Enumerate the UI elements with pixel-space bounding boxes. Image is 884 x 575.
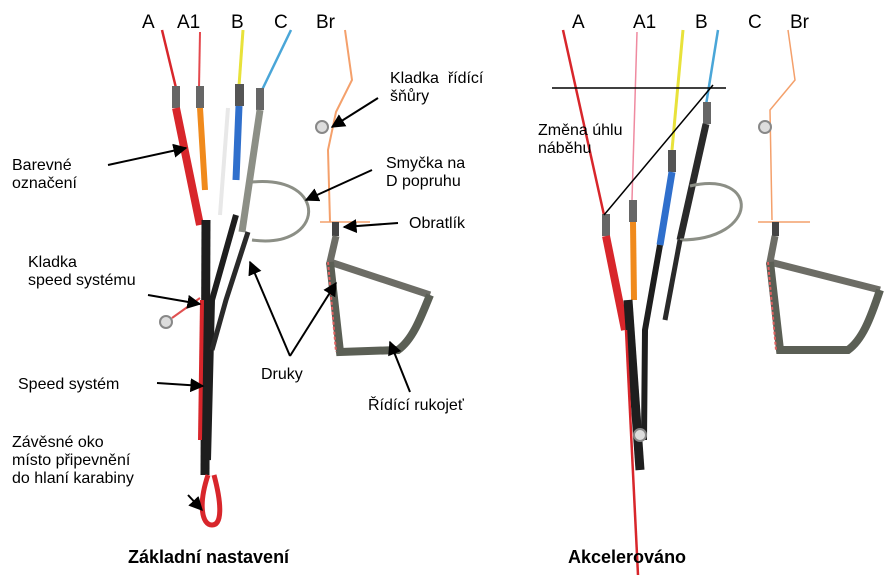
left-white-riser [220,108,228,215]
left-brake-pulley [316,121,328,133]
left-b-line [239,30,243,86]
riser-label-b-right: B [695,13,708,33]
riser-label-a1-right: A1 [633,13,656,33]
riser-label-a-right: A [572,13,585,33]
arrow-press-studs-2 [290,283,336,356]
riser-label-a: A [142,13,155,33]
arrow-color-marking [108,148,186,165]
left-webbing-2 [208,215,236,460]
left-a-maillon [172,86,180,108]
right-a1-line [632,32,637,200]
riser-label-c: C [274,13,288,33]
arrow-press-studs-1 [250,262,290,356]
riser-label-br-right: Br [790,13,809,33]
left-c-line [262,30,291,90]
riser-label-br: Br [316,13,335,33]
arrow-brake-pulley [332,98,378,127]
right-c-riser [680,124,706,240]
caption-basic-setting: Základní nastavení [128,548,289,566]
left-a1-maillon [196,86,204,108]
right-a1-maillon [629,200,637,222]
arrow-speed-system [157,383,203,386]
right-a1-riser [633,222,634,300]
label-d-loop: Smyčka na D popruhu [386,155,465,191]
right-b-riser [660,172,672,245]
right-brake-pulley [759,121,771,133]
label-speed-system: Speed systém [18,376,119,394]
left-brake-line [328,30,352,222]
left-c-riser [242,110,260,232]
left-b-riser [236,106,239,180]
riser-label-c-right: C [748,13,762,33]
left-a-riser [176,108,200,225]
label-swivel: Obratlík [409,215,465,233]
left-c-maillon [256,88,264,110]
left-a1-line [199,32,200,88]
left-main-loop [202,475,220,525]
right-speed-pulley [634,429,646,441]
riser-label-a1: A1 [177,13,200,33]
label-brake-handle: Řídící rukojeť [368,397,464,415]
right-webbing-3 [665,240,680,320]
arrow-speed-pulley [148,295,200,304]
right-brake-line [770,30,795,220]
right-a-maillon [602,214,610,236]
right-swivel [772,222,779,236]
label-main-loop: Závěsné oko místo připevnění do hlaní ka… [12,434,134,488]
label-speed-pulley: Kladka speed systému [28,254,136,290]
right-a-riser [606,236,625,330]
right-brake-handle-strap [770,236,880,290]
left-b-maillon [235,84,244,106]
left-brake-handle-strap [330,236,430,295]
label-press-studs: Druky [261,366,303,384]
label-brake-pulley: Kladka řídící šňůry [390,70,483,106]
label-aoa-change: Změna úhlu náběhu [538,122,623,158]
riser-label-b: B [231,13,244,33]
right-c-maillon [703,102,711,124]
left-speed-pulley [160,316,172,328]
right-riser-system [563,30,880,575]
left-swivel [332,222,339,236]
label-color-marking: Barevné označení [12,157,77,193]
right-webbing-2 [644,245,660,440]
arrow-d-loop [306,170,372,200]
left-d-loop [252,182,309,241]
right-c-line [706,30,718,105]
left-a1-riser [200,108,205,190]
right-b-maillon [668,150,676,172]
caption-accelerated: Akcelerováno [568,548,686,566]
left-speed-line [200,300,202,440]
arrow-swivel [344,223,398,227]
left-a-line [162,30,176,88]
